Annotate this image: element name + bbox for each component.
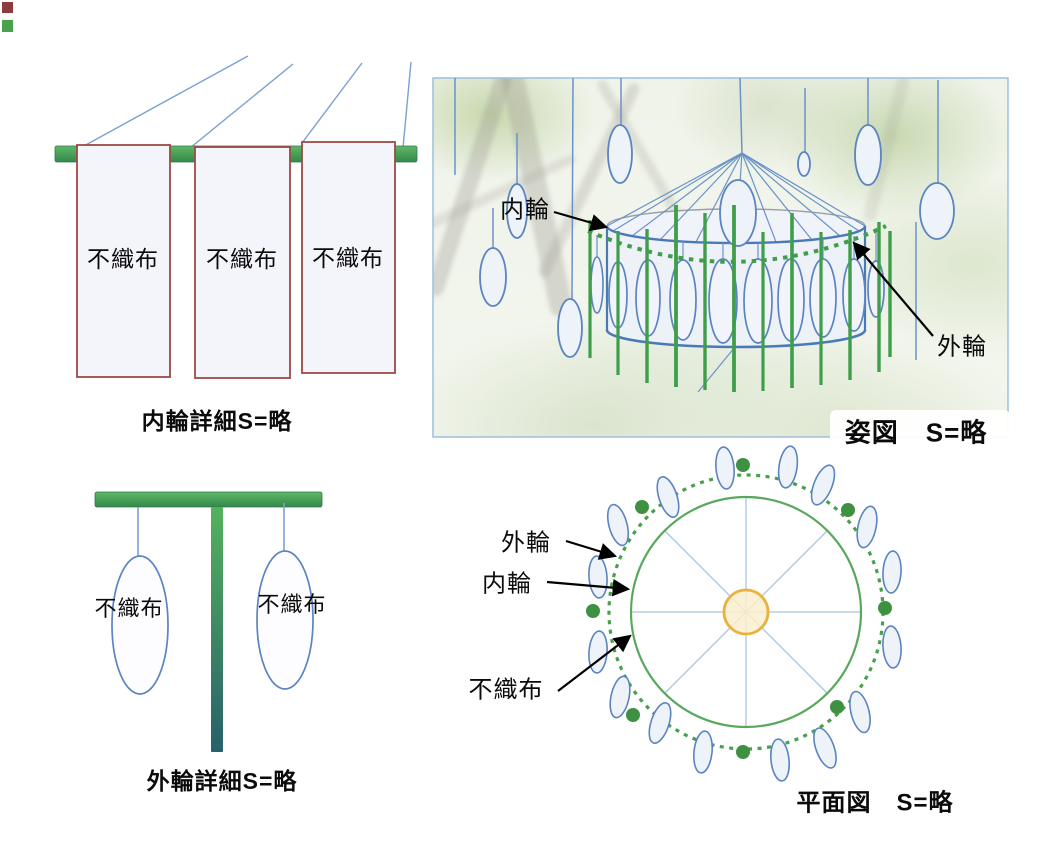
center-rope bbox=[739, 77, 743, 155]
fan-line bbox=[659, 152, 743, 241]
plan-pole-dot bbox=[841, 503, 855, 517]
plan-pole-dot bbox=[736, 745, 750, 759]
plan-fabric bbox=[849, 690, 871, 734]
fan-line bbox=[741, 152, 866, 227]
fabric-panel bbox=[194, 146, 291, 379]
plan-fabric-arrow bbox=[557, 634, 632, 692]
fabric-ellipse-label: 不織布 bbox=[257, 592, 327, 617]
plan-inner-ring-label: 内輪 bbox=[482, 570, 532, 598]
suspension-line bbox=[189, 63, 294, 149]
hanging-fabric-center bbox=[719, 179, 757, 247]
ornament-fabric bbox=[506, 183, 528, 239]
inner-detail-caption: 内輪詳細S=略 bbox=[141, 408, 293, 434]
outer-ring-dotted-arc bbox=[587, 224, 887, 264]
inner-ring-arrow bbox=[553, 210, 609, 232]
fabric-ellipse bbox=[256, 550, 314, 690]
plan-pole-dot bbox=[878, 601, 892, 615]
band-fabric bbox=[708, 258, 738, 344]
ornament-fabric bbox=[557, 298, 583, 358]
plan-caption: 平面図 S=略 bbox=[796, 789, 954, 817]
plan-pole-dot bbox=[626, 708, 640, 722]
fabric-ellipse-label: 不織布 bbox=[94, 596, 164, 621]
plan-inner-ring bbox=[629, 495, 863, 729]
elevation-caption-bg bbox=[830, 410, 1010, 458]
outer-ring-arrow bbox=[852, 241, 934, 337]
plan-fabric bbox=[609, 675, 631, 719]
band-fabric bbox=[669, 259, 697, 341]
fan-line bbox=[741, 152, 777, 243]
elevation-inner-ring-label: 内輪 bbox=[500, 196, 550, 224]
plan-fabric bbox=[882, 625, 902, 669]
ornament-fabric bbox=[797, 151, 811, 177]
outer-ring-bar bbox=[94, 491, 323, 508]
fan-line bbox=[612, 152, 743, 232]
suspension-line bbox=[301, 62, 363, 144]
plan-pole-dot bbox=[736, 458, 750, 472]
outer-ring-post bbox=[211, 507, 223, 752]
elevation-outer-ring-label: 外輪 bbox=[937, 333, 987, 361]
ornament-fabric bbox=[479, 247, 507, 307]
fabric-ellipse bbox=[111, 555, 169, 695]
plan-fabric bbox=[588, 555, 608, 599]
plan-center-hub bbox=[722, 588, 770, 636]
elevation-caption: 姿図 S=略 bbox=[844, 417, 988, 448]
plan-fabric bbox=[606, 503, 630, 547]
band-fabric bbox=[743, 258, 773, 344]
photo-frame bbox=[432, 77, 1009, 438]
band-fabric bbox=[809, 258, 837, 338]
plan-fabric bbox=[715, 446, 735, 490]
ornament-fabric bbox=[919, 182, 955, 240]
fabric-panel-label: 不織布 bbox=[206, 246, 278, 272]
fan-line bbox=[741, 152, 813, 241]
ornament-fabric bbox=[607, 124, 633, 184]
plan-fabric bbox=[648, 702, 672, 744]
suspension-line bbox=[61, 55, 249, 159]
fabric-panel-label: 不織布 bbox=[87, 246, 159, 272]
plan-fabric bbox=[656, 476, 680, 518]
fan-line bbox=[741, 152, 841, 237]
plan-pole-dot bbox=[586, 604, 600, 618]
plan-inner-ring-arrow bbox=[546, 578, 631, 597]
corner-mark-red bbox=[2, 2, 13, 13]
fan-line bbox=[631, 152, 743, 237]
plan-pole-dot bbox=[635, 500, 649, 514]
fabric-panel-label: 不織布 bbox=[312, 245, 384, 271]
plan-outer-ring-label: 外輪 bbox=[501, 529, 551, 557]
plan-fabric bbox=[882, 550, 902, 594]
fan-line bbox=[741, 152, 860, 232]
plan-fabric-label: 不織布 bbox=[468, 676, 544, 704]
band-fabric bbox=[842, 258, 866, 332]
plan-fabric bbox=[777, 445, 799, 489]
plan-fabric bbox=[856, 505, 878, 549]
plan-fabric bbox=[813, 727, 837, 769]
fabric-panel bbox=[301, 141, 396, 374]
fabric-panel bbox=[76, 144, 171, 378]
ornament-fabric bbox=[854, 124, 882, 186]
corner-mark-green bbox=[2, 20, 13, 32]
outer-detail-caption: 外輪詳細S=略 bbox=[146, 768, 298, 794]
fan-line bbox=[606, 152, 743, 227]
plan-fabric bbox=[810, 464, 836, 506]
plan-pole-dot bbox=[830, 700, 844, 714]
plan-outer-ring-arrow bbox=[565, 539, 618, 560]
plan-fabric bbox=[692, 730, 714, 774]
ornament-string bbox=[571, 77, 574, 300]
plan-fabric bbox=[769, 738, 791, 782]
band-fabric bbox=[590, 256, 604, 314]
suspension-line bbox=[402, 61, 412, 149]
